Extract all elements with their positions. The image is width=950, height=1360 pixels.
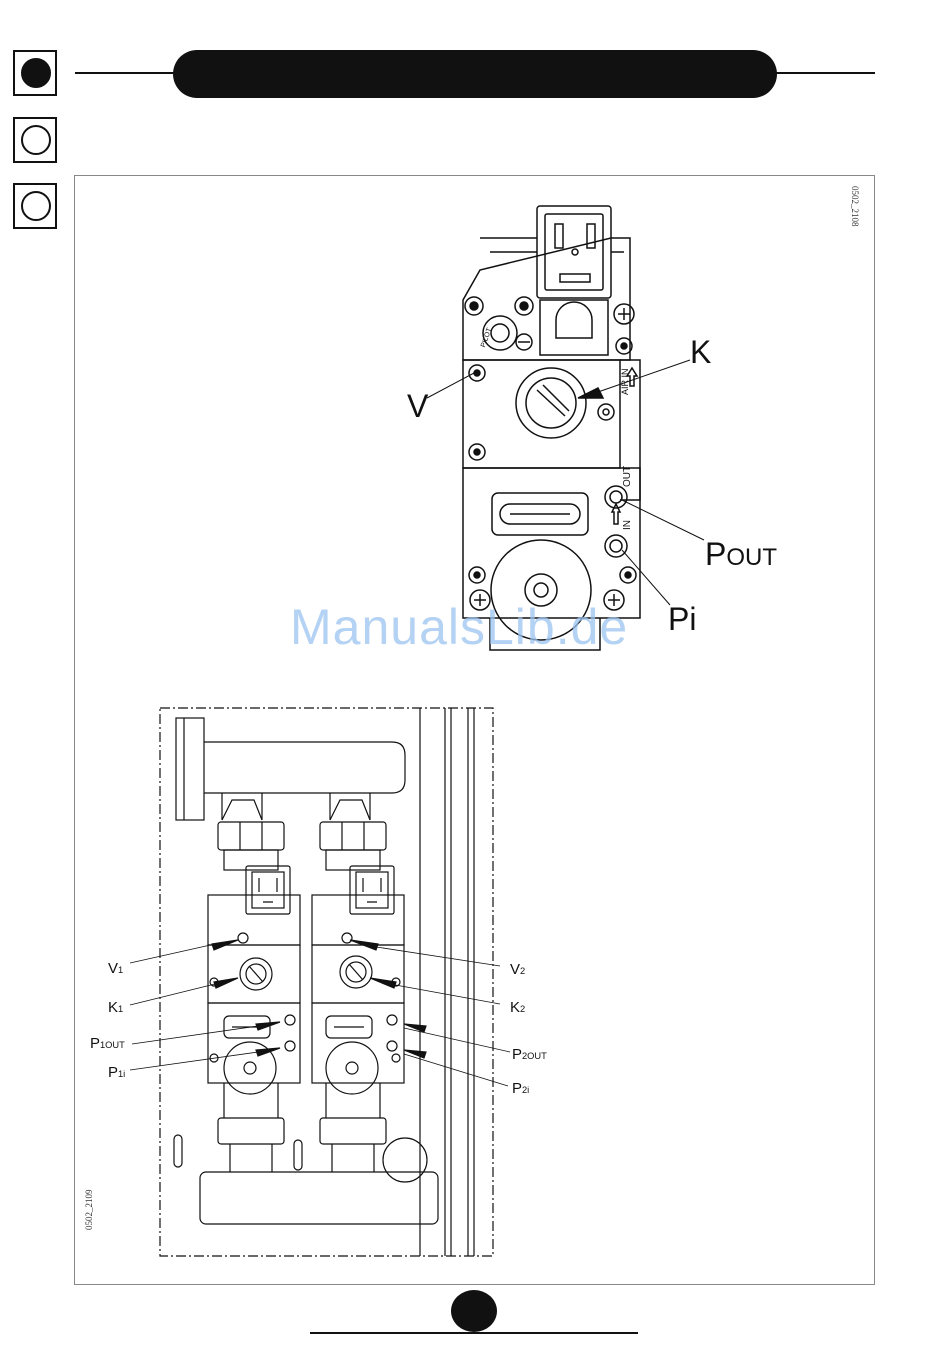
label-v1-sub: 1 <box>118 965 123 975</box>
label-v2: V2 <box>510 961 525 978</box>
label-pout-main: P <box>705 536 726 572</box>
in-marking: IN <box>622 520 633 530</box>
bottom-valve-assembly-drawing <box>130 708 510 1256</box>
label-k1: K1 <box>108 999 123 1016</box>
label-p1out: P1OUT <box>90 1035 125 1052</box>
footer-rule <box>310 1332 638 1334</box>
label-p1i-main: P <box>108 1064 118 1081</box>
label-p2i-main: P <box>512 1080 522 1097</box>
label-k: K <box>690 334 711 371</box>
label-k2-main: K <box>510 999 520 1016</box>
drawing-code-bottom: 0502_2109 <box>84 1190 94 1231</box>
label-pi: Pi <box>668 601 696 638</box>
label-p1i: P1i <box>108 1064 125 1081</box>
top-gas-valve-drawing <box>427 206 704 650</box>
label-v: V <box>407 388 428 425</box>
label-k1-main: K <box>108 999 118 1016</box>
page-number-badge <box>451 1290 497 1332</box>
label-p2i: P2i <box>512 1080 529 1097</box>
label-p1i-sub: 1i <box>118 1069 125 1079</box>
label-pout: POUT <box>705 536 777 573</box>
drawing-code-top: 0502_2108 <box>850 186 860 227</box>
label-p1out-sub: 1OUT <box>100 1040 125 1050</box>
label-k2: K2 <box>510 999 525 1016</box>
watermark: ManualsLib.de <box>290 598 628 656</box>
label-p2out: P2OUT <box>512 1046 547 1063</box>
label-v1: V1 <box>108 960 123 977</box>
label-v2-sub: 2 <box>520 966 525 976</box>
label-p2out-main: P <box>512 1046 522 1063</box>
label-p1out-main: P <box>90 1035 100 1052</box>
label-k2-sub: 2 <box>520 1004 525 1014</box>
label-pout-sub: OUT <box>726 544 777 571</box>
label-v1-main: V <box>108 960 118 977</box>
label-k1-sub: 1 <box>118 1004 123 1014</box>
label-v2-main: V <box>510 961 520 978</box>
out-marking: OUT <box>622 466 633 487</box>
label-p2out-sub: 2OUT <box>522 1051 547 1061</box>
air-in-marking: AIR IN <box>620 368 630 395</box>
label-p2i-sub: 2i <box>522 1085 529 1095</box>
